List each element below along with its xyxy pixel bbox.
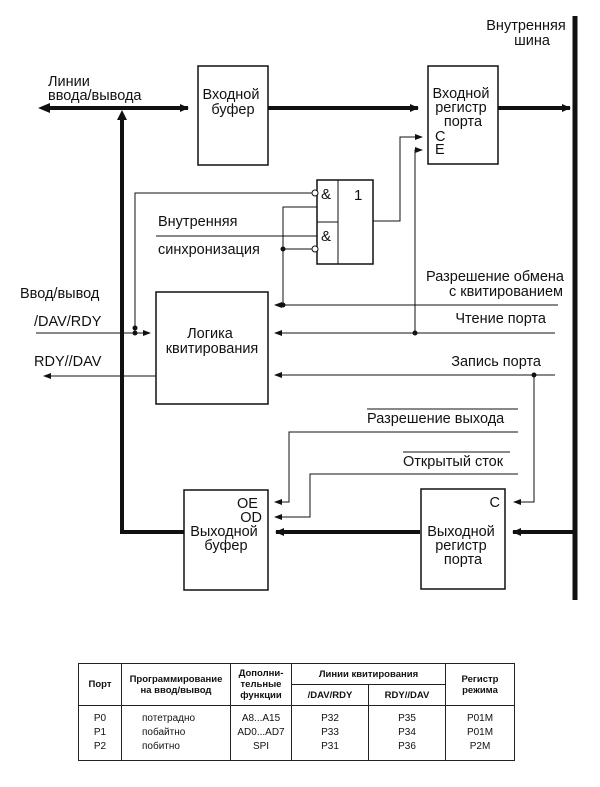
rdy-dav-label: RDY//DAV [34,354,102,370]
or-output-to-c [373,134,423,222]
input-register-block [427,65,499,165]
io-lines-arrow-left [38,103,50,113]
header-handshake-lines: Линии квитирования [291,663,446,685]
header-mode-register: Регистр режима [445,663,515,706]
header-rdy-dav: RDY//DAV [368,684,446,706]
and-gate-2: & [321,228,331,245]
and-gate-1: & [321,186,331,203]
port-write-label: Запись порта [451,354,542,370]
dav-rdy-label: /DAV/RDY [34,314,102,330]
port-table: Порт Программирование на ввод/вывод Допо… [78,663,515,761]
internal-sync-label-bottom: синхронизация [158,242,260,258]
read-to-e [414,147,423,333]
input-register-pin-e: E [435,142,445,158]
inverter-bubble-1 [311,189,319,197]
io-enable-line [134,192,312,328]
write-to-output-reg-c [513,375,535,505]
input-register-label: Входной регистр порта [432,86,493,130]
header-port: Порт [78,663,122,706]
output-register-pin-c: C [490,495,500,511]
open-drain-line [274,473,518,520]
output-buffer-title: Выходной буфер [190,524,262,554]
io-handshake-label: Ввод/вывод [20,286,100,302]
port-read-label: Чтение порта [455,311,547,327]
header-programming: Программирование на ввод/вывод [121,663,231,706]
output-buffer-label: OE OD [237,496,262,526]
output-register-label: Выходной регистр порта [427,524,499,568]
left-bus-arrow-up [117,110,127,120]
output-enable-label: Разрешение выхода [367,411,505,427]
input-buffer-block [197,65,269,166]
output-buffer-block [183,489,269,591]
handshake-enable-label: Разрешение обмена с квитированием [426,269,568,300]
handshake-logic-label: Логика квитирования [166,326,259,357]
input-buffer-label: Входной буфер [202,87,263,118]
header-dav-rdy: /DAV/RDY [291,684,369,706]
header-extra-functions: Дополни- тельные функции [230,663,292,706]
io-lines-label: Линии ввода/вывода [48,74,142,104]
input-register-pin-c: C [435,129,445,145]
or-gate: 1 [354,187,362,204]
internal-bus-label: Внутренняя шина [486,18,569,49]
inverter-bubble-2 [311,245,319,253]
open-drain-label: Открытый сток [403,454,504,470]
handshake-logic-block [155,291,269,405]
gate1-second-input [282,206,317,305]
port-block-diagram: Внутренняя шина Линии ввода/вывода Входн… [20,16,578,600]
output-register-block [420,488,506,590]
output-enable-line [274,431,518,505]
internal-sync-label-top: Внутренняя [158,214,237,230]
